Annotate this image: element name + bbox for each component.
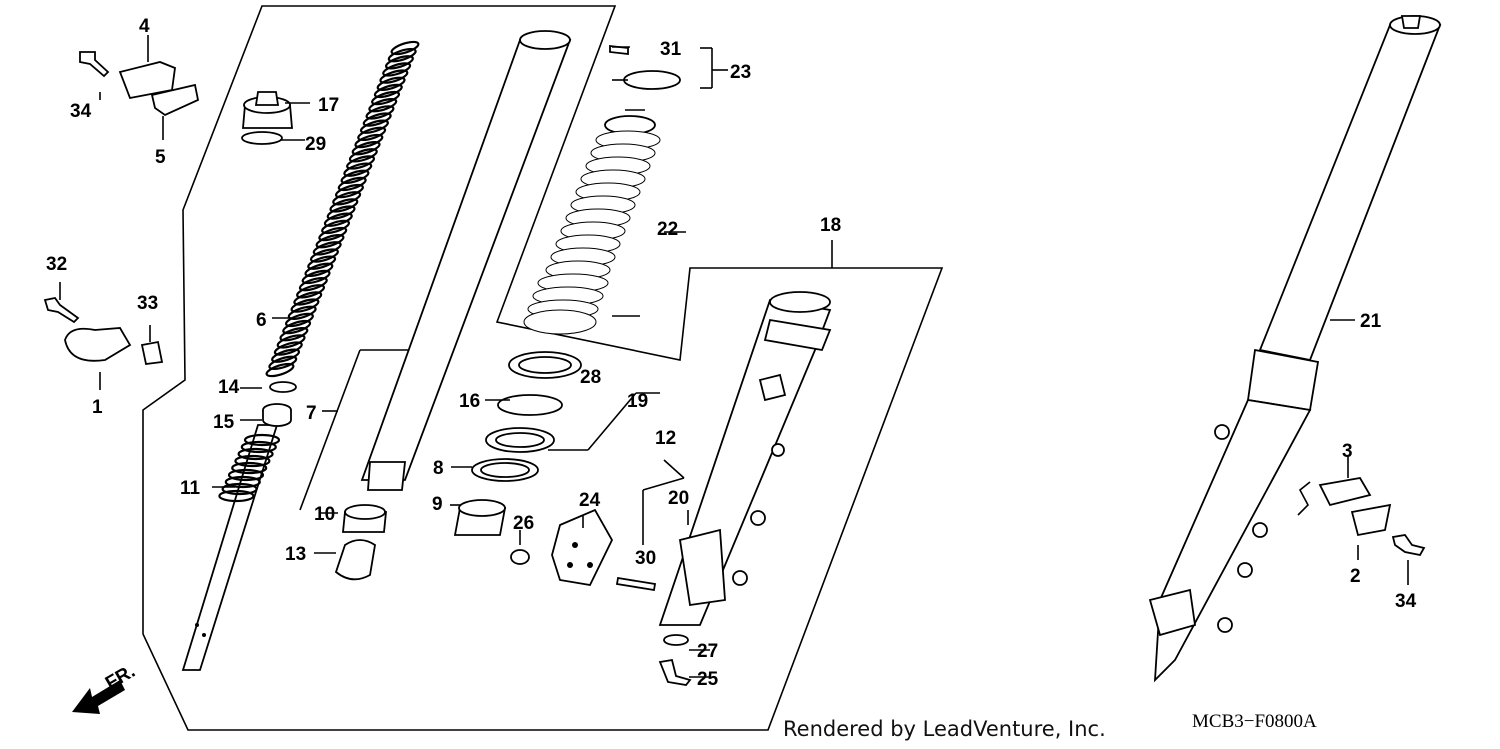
callout-1: 1 — [92, 397, 103, 418]
callout-27: 27 — [697, 641, 718, 662]
callout-18: 18 — [820, 215, 841, 236]
callout-30: 30 — [635, 548, 656, 569]
callout-15: 15 — [213, 412, 235, 433]
callout-24: 24 — [579, 490, 601, 511]
fork-boot — [523, 115, 661, 335]
callout-2: 2 — [1350, 566, 1361, 587]
callout-8: 8 — [433, 458, 444, 479]
fork-bottom-case — [658, 291, 832, 626]
callout-34: 34 — [1395, 591, 1417, 612]
assembly-outline — [142, 5, 944, 731]
callout-11: 11 — [180, 478, 201, 499]
callout-7: 7 — [306, 403, 317, 424]
callout-23: 23 — [730, 62, 751, 83]
callout-4: 4 — [139, 16, 150, 37]
callout-28: 28 — [580, 367, 601, 388]
callout-22: 22 — [657, 219, 678, 240]
callout-32: 32 — [46, 254, 67, 275]
callout-17: 17 — [318, 95, 339, 116]
assembled-fork — [1148, 15, 1442, 683]
fork-seals — [334, 351, 582, 581]
upper-brake-hose-clamp — [79, 51, 200, 117]
fasteners — [615, 576, 692, 686]
callout-6: 6 — [256, 310, 267, 331]
axle-holder — [551, 508, 614, 586]
fork-spring — [265, 40, 420, 378]
callout-9: 9 — [432, 494, 443, 515]
callout-19: 19 — [627, 391, 648, 412]
callout-5: 5 — [155, 147, 166, 168]
credit-text: Rendered by LeadVenture, Inc. — [783, 717, 1106, 741]
fork-pipe — [360, 30, 572, 491]
damper-rod — [181, 381, 297, 671]
damper-bracket — [299, 349, 408, 511]
callout-25: 25 — [697, 669, 719, 690]
diagram-code: MCB3−F0800A — [1192, 711, 1317, 732]
leader-lines — [59, 35, 1409, 678]
callout-labels: 1234567891011121314151617181920212223242… — [46, 16, 1417, 690]
callout-10: 10 — [314, 504, 335, 525]
callout-33: 33 — [137, 293, 158, 314]
callout-21: 21 — [1360, 311, 1382, 332]
brake-hose-guide — [43, 297, 164, 365]
callout-26: 26 — [513, 513, 534, 534]
callout-12: 12 — [655, 428, 676, 449]
callout-34: 34 — [70, 101, 92, 122]
callout-31: 31 — [660, 39, 682, 60]
callout-29: 29 — [305, 134, 326, 155]
callout-16: 16 — [459, 391, 480, 412]
callout-13: 13 — [285, 544, 306, 565]
callout-20: 20 — [668, 488, 689, 509]
fork-cap-bolt — [241, 91, 293, 145]
lower-brake-hose-clamp — [1297, 477, 1426, 557]
callout-14: 14 — [218, 377, 240, 398]
callout-3: 3 — [1342, 441, 1353, 462]
front-direction-arrow — [72, 680, 125, 714]
